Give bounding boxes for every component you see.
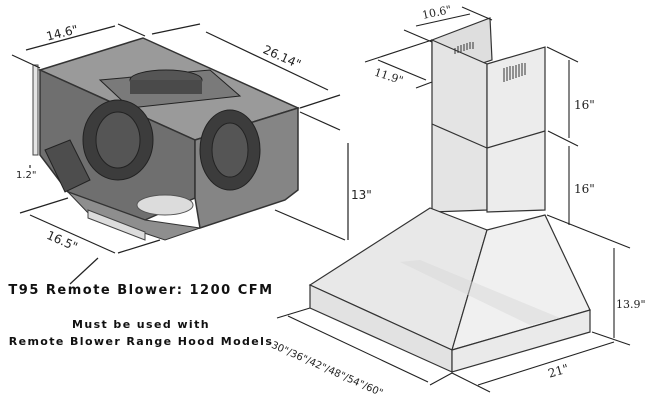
blower-note-line2: Remote Blower Range Hood Models [8,335,274,348]
hood-height-label: 13.9" [616,298,646,311]
blower-bracket-label: 1.2" [16,170,37,181]
range-hood-illustration [308,17,591,373]
lower-chimney-label: 16" [574,182,595,196]
blower-note-line1: Must be used with [72,318,210,331]
blower-dimension-lines [11,23,349,285]
upper-chimney-label: 16" [574,98,595,112]
blower-height-label: 13" [351,188,372,202]
blower-title: T95 Remote Blower: 1200 CFM [8,283,274,298]
remote-blower-illustration [32,37,301,241]
hood-dimension-lines [276,6,631,393]
